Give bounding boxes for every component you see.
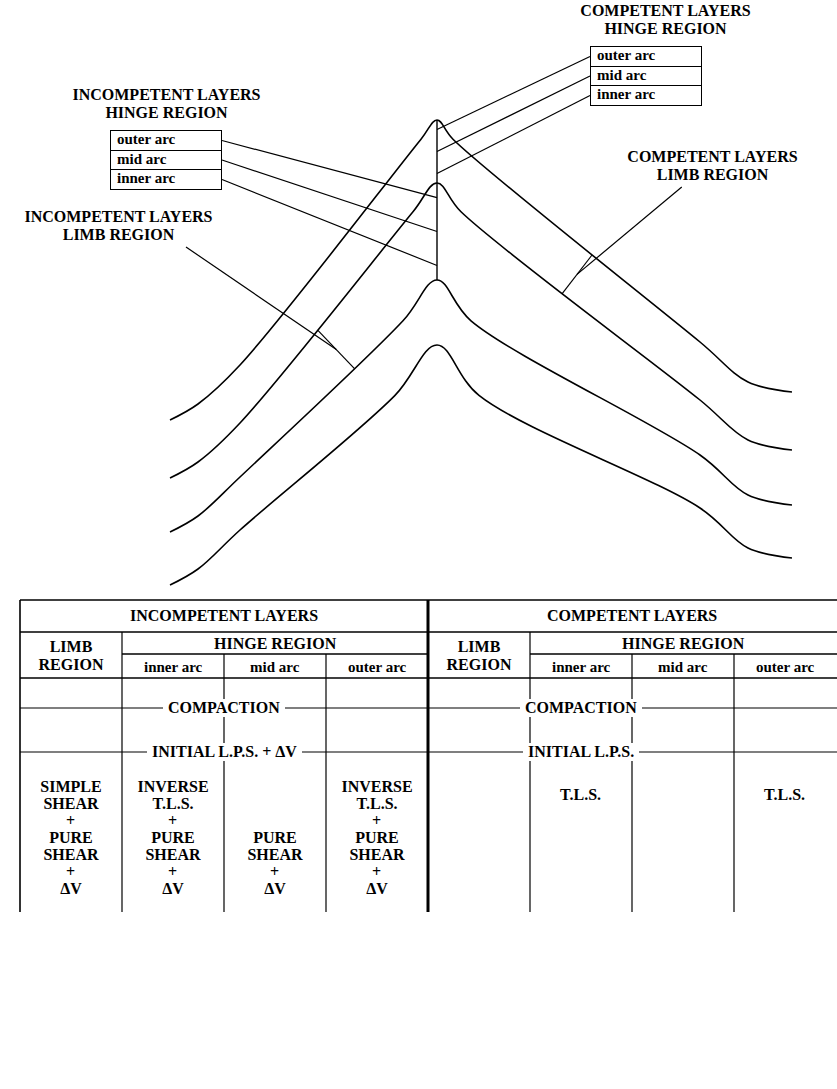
table-subheader: mid arc: [250, 658, 299, 676]
layer-boundary: [170, 183, 792, 478]
table-subheader: inner arc: [552, 658, 610, 676]
table-rule: [19, 600, 21, 912]
box-label: outer arc: [111, 131, 181, 147]
table-rule: [631, 654, 632, 912]
table-column-header: HINGE REGION: [622, 635, 744, 653]
arc-box: inner arc: [590, 85, 702, 106]
table-cell: ΔV: [126, 880, 220, 897]
region-heading: INCOMPETENT LAYERS LIMB REGION: [6, 208, 231, 244]
table-rule: [223, 654, 224, 912]
table-rule: [20, 631, 837, 632]
leader-line: [562, 255, 592, 294]
table-cell: INVERSE T.L.S.: [126, 778, 220, 812]
leader-line: [437, 96, 590, 174]
leader-line: [437, 76, 590, 152]
hinge-line: [436, 120, 437, 280]
table-cell: ΔV: [330, 880, 424, 897]
layer-boundary: [170, 280, 792, 532]
arc-box: mid arc: [110, 150, 222, 171]
table-cell: ΔV: [24, 880, 118, 897]
arc-box: mid arc: [590, 66, 702, 87]
table-subheader: outer arc: [348, 658, 406, 676]
plus-sign: +: [66, 812, 75, 829]
layer-boundary: [170, 345, 792, 585]
region-heading: COMPETENT LAYERS HINGE REGION: [563, 2, 768, 38]
arc-box: outer arc: [110, 130, 222, 151]
process-span: INITIAL L.P.S. + ΔV: [147, 743, 302, 761]
leader-line: [222, 141, 437, 198]
table-grid: [20, 600, 837, 912]
plus-sign: +: [66, 863, 75, 880]
table-rule: [122, 653, 428, 654]
leader-line: [186, 247, 336, 350]
table-group-header: INCOMPETENT LAYERS: [130, 607, 318, 625]
arc-box: inner arc: [110, 169, 222, 190]
process-span: COMPACTION: [163, 699, 285, 717]
box-label: inner arc: [111, 170, 181, 186]
table-rule: [121, 632, 122, 912]
box-label: mid arc: [111, 151, 172, 167]
arc-box: outer arc: [590, 46, 702, 67]
leader-line: [222, 180, 437, 266]
box-label: outer arc: [591, 47, 661, 63]
leader-line: [318, 330, 355, 369]
table-cell: PURE SHEAR: [24, 829, 118, 863]
region-heading: COMPETENT LAYERS LIMB REGION: [610, 148, 815, 184]
table-cell: INVERSE T.L.S.: [330, 778, 424, 812]
table-rule: [325, 654, 326, 912]
process-span: COMPACTION: [520, 699, 642, 717]
table-cell: PURE SHEAR: [330, 829, 424, 863]
table-cell: T.L.S.: [560, 786, 601, 803]
table-column-header: HINGE REGION: [214, 635, 336, 653]
table-subheader: mid arc: [658, 658, 707, 676]
table-group-header: COMPETENT LAYERS: [547, 607, 717, 625]
leader-line: [577, 187, 682, 274]
plus-sign: +: [270, 863, 279, 880]
leader-line: [437, 57, 590, 130]
table-rule: [427, 600, 430, 912]
leader-line: [222, 160, 437, 232]
table-rule: [529, 632, 530, 912]
plus-sign: +: [168, 812, 177, 829]
table-column-header: LIMB REGION: [432, 638, 526, 674]
table-cell: SIMPLE SHEAR: [24, 778, 118, 812]
table-subheader: inner arc: [144, 658, 202, 676]
table-rule: [20, 677, 837, 679]
table-cell: PURE SHEAR: [228, 829, 322, 863]
plus-sign: +: [168, 863, 177, 880]
table-subheader: outer arc: [756, 658, 814, 676]
box-label: mid arc: [591, 67, 652, 83]
plus-sign: +: [372, 812, 381, 829]
plus-sign: +: [372, 863, 381, 880]
table-rule: [733, 654, 734, 912]
table-column-header: LIMB REGION: [24, 638, 118, 674]
table-cell: T.L.S.: [764, 786, 805, 803]
region-heading: INCOMPETENT LAYERS HINGE REGION: [54, 86, 279, 122]
fold-layers: [170, 120, 792, 585]
box-label: inner arc: [591, 86, 661, 102]
table-cell: PURE SHEAR: [126, 829, 220, 863]
process-span: INITIAL L.P.S.: [523, 743, 639, 761]
table-cell: ΔV: [228, 880, 322, 897]
table-rule: [530, 653, 837, 654]
